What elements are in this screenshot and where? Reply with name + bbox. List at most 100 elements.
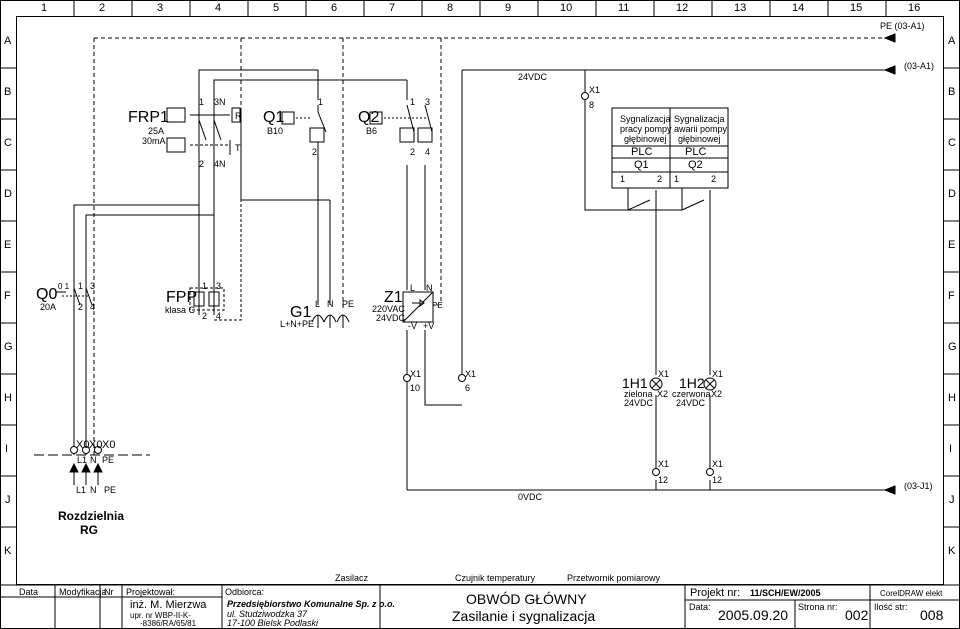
tb-odbiorca-3: 17-100 Bielsk Podlaski <box>227 618 319 628</box>
q0-rating: 20A <box>40 302 57 312</box>
tb-software: CorelDRAW elekt <box>880 589 943 598</box>
grid-col-7: 7 <box>389 2 396 14</box>
fpp-t4: 4 <box>216 311 222 321</box>
q2-t4: 4 <box>425 147 431 157</box>
tb-projekt-nr-label: Projekt nr: <box>690 587 741 599</box>
bus-24vdc <box>461 65 896 375</box>
q0-t2: 3 <box>90 281 96 291</box>
x0-label-1: X0 <box>76 439 90 451</box>
grid-row-k-right: K <box>948 545 956 557</box>
tb-projektant: inż. M. Mierzwa <box>130 599 207 611</box>
fpp-desc: klasa C <box>165 305 196 315</box>
frp1-t2: 3N <box>214 97 226 107</box>
frp1-label: FRP1 <box>128 109 169 126</box>
g1-desc: L+N+PE <box>280 319 315 329</box>
label-24vdc: 24VDC <box>518 72 548 82</box>
h1-x1: X1 <box>658 369 670 379</box>
grid-row-b-right: B <box>948 86 956 98</box>
grid-col-4: 4 <box>215 2 222 14</box>
grid-row-b: B <box>4 86 12 98</box>
tb-nr-label: Nr <box>104 587 114 597</box>
plc1-p1: 1 <box>620 174 626 184</box>
z1-n: N <box>426 283 433 293</box>
q2-rating: B6 <box>366 126 378 136</box>
grid-col-2: 2 <box>99 2 106 14</box>
grid-col-13: 13 <box>734 2 747 14</box>
plc2-l3: głębinowej <box>678 134 721 144</box>
tb-ilosc: 008 <box>920 607 944 623</box>
g1-l: L <box>315 299 321 309</box>
plc2-p2: 2 <box>711 174 717 184</box>
q2-t1: 1 <box>410 97 416 107</box>
x1-12b-pin: 12 <box>712 475 723 485</box>
rg-title: Rozdzielnia <box>58 509 125 523</box>
h2-label: 1H2 <box>679 375 705 391</box>
grid-col-5: 5 <box>273 2 280 14</box>
ref-24vdc: (03-A1) <box>904 61 935 71</box>
tb-date: 2005.09.20 <box>718 607 789 623</box>
grid-row-i-right: I <box>949 443 953 455</box>
grid-col-6: 6 <box>331 2 338 14</box>
grid-col-3: 3 <box>157 2 164 14</box>
x1-8-pin: 8 <box>589 100 595 110</box>
h1-label: 1H1 <box>622 375 648 391</box>
grid-col-15: 15 <box>850 2 863 14</box>
plc-boxes <box>611 107 729 211</box>
grid-col-11: 11 <box>618 2 630 14</box>
rg-arrows <box>69 462 103 485</box>
x1-8-label: X1 <box>589 85 601 95</box>
plc2-p1: 1 <box>674 174 680 184</box>
x1-10-pin: 10 <box>410 383 421 393</box>
plc1-plc: PLC <box>631 146 653 158</box>
frp1-t1: 1 <box>199 97 205 107</box>
h2-color: czerwona <box>672 389 711 399</box>
q1-rating: B10 <box>267 126 284 136</box>
grid-row-d: D <box>4 188 12 200</box>
q0-label: Q0 <box>36 286 58 303</box>
tb-upr1: upr. nr WBP-II-K- <box>130 611 191 620</box>
grid-col-12: 12 <box>676 2 689 14</box>
frp1-t: T <box>235 143 241 153</box>
grid-row-c-right: C <box>948 137 956 149</box>
z1-label: Z1 <box>384 289 403 306</box>
plc1-p2: 2 <box>657 174 663 184</box>
x1-6-pin: 6 <box>465 383 471 393</box>
x1-6-label: X1 <box>465 369 477 379</box>
column-dividers <box>73 0 887 16</box>
plc2-l1: Sygnalizacja <box>674 114 725 124</box>
frp1-t4: 4N <box>214 159 226 169</box>
rg-pin-l1: L1 <box>76 485 87 495</box>
pe-ref: PE (03-A1) <box>880 21 925 31</box>
h1-color: zielona <box>624 389 653 399</box>
label-0vdc: 0VDC <box>518 492 543 502</box>
tb-title-sub: Zasilanie i sygnalizacja <box>452 608 596 624</box>
q0-t3: 2 <box>78 302 84 312</box>
fpp-t3: 2 <box>202 311 208 321</box>
grid-col-16: 16 <box>908 2 921 14</box>
tb-strona: 002 <box>845 607 869 623</box>
x0-pin-l1: L1 <box>77 455 88 465</box>
plc1-l1: Sygnalizacja <box>620 114 671 124</box>
h2-x2: X2 <box>711 389 723 399</box>
x1-12a-pin: 12 <box>658 475 669 485</box>
tb-data2-label: Data: <box>689 602 711 612</box>
grid-row-i: I <box>5 443 9 455</box>
grid-row-c: C <box>4 137 12 149</box>
grid-row-h-right: H <box>948 392 956 404</box>
x1-10-label: X1 <box>410 369 422 379</box>
x0-label-3: X0 <box>102 439 116 451</box>
grid-row-j-right: J <box>949 494 955 506</box>
q0-sub: 0 1 <box>58 282 70 291</box>
q1-label: Q1 <box>263 109 285 126</box>
q2-t3: 2 <box>410 147 416 157</box>
h1-x2: X2 <box>657 389 669 399</box>
fpp-symbol <box>189 200 242 321</box>
grid-col-8: 8 <box>447 2 454 14</box>
q0-t1: 1 <box>78 281 84 291</box>
z1-in: 220VAC <box>372 304 405 314</box>
q2-t2: 3 <box>425 97 431 107</box>
row-dividers <box>0 67 960 528</box>
z1-pe: PE <box>432 301 443 310</box>
grid-row-f: F <box>4 290 11 302</box>
